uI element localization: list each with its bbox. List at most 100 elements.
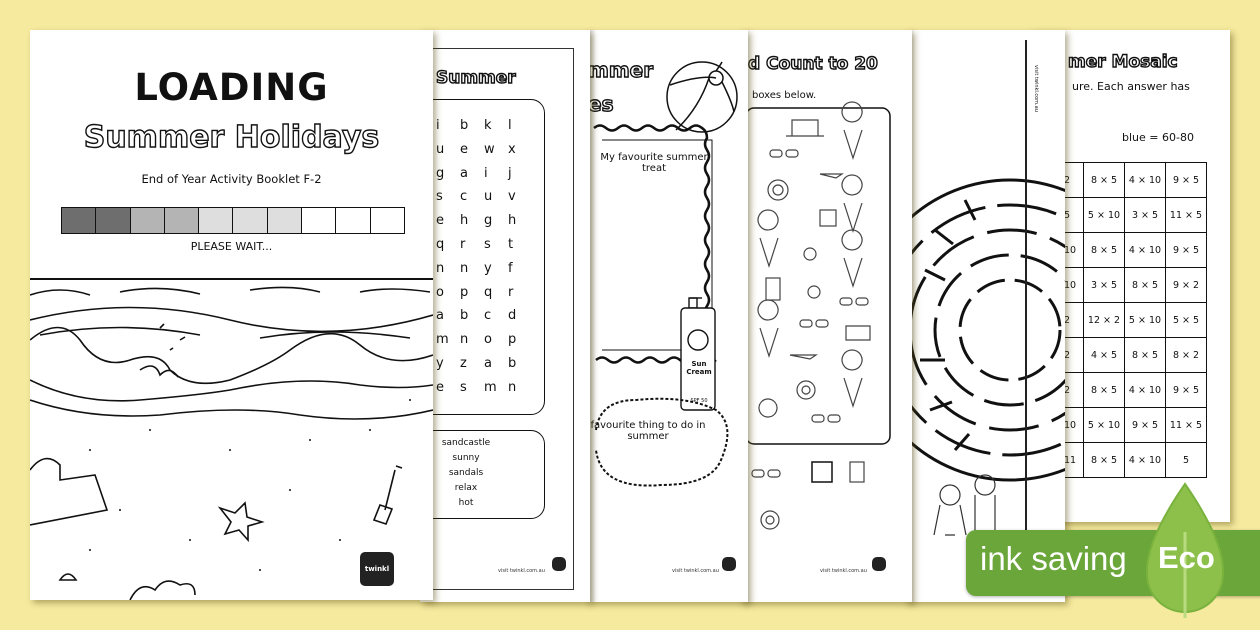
mosaic-cell: 12 × 2 xyxy=(1083,302,1125,338)
mosaic-cell: 4 × 10 xyxy=(1124,232,1166,268)
wordsearch-grid-box xyxy=(420,99,545,415)
mosaic-cell: 9 × 5 xyxy=(1165,372,1207,408)
count-instruction: boxes below. xyxy=(752,90,817,101)
loading-status: PLEASE WAIT... xyxy=(190,240,273,253)
grid-letter[interactable]: s xyxy=(436,189,443,205)
grid-letter[interactable]: x xyxy=(508,141,516,157)
grid-letter[interactable]: o xyxy=(484,332,492,348)
grid-letter[interactable]: z xyxy=(460,355,467,371)
page-shadow xyxy=(586,30,596,602)
favourites-title-line2: es xyxy=(587,91,614,116)
grid-letter[interactable]: c xyxy=(484,308,492,324)
grid-letter[interactable]: u xyxy=(484,189,493,205)
mosaic-cell: 9 × 2 xyxy=(1165,267,1207,303)
grid-letter[interactable]: u xyxy=(436,141,445,157)
progress-segment xyxy=(163,208,199,233)
grid-letter[interactable]: a xyxy=(436,308,444,324)
mosaic-instruction: ure. Each answer has xyxy=(1072,80,1190,93)
grid-letter[interactable]: n xyxy=(508,379,517,395)
page-footer: visit twinkl.com.au xyxy=(498,568,545,574)
mosaic-cell: 5 × 10 xyxy=(1124,302,1166,338)
cover-subtitle: End of Year Activity Booklet F-2 xyxy=(141,172,322,186)
grid-letter[interactable]: s xyxy=(460,379,467,395)
grid-letter[interactable]: q xyxy=(484,284,493,300)
grid-letter[interactable]: a xyxy=(460,165,468,181)
mosaic-cell: 8 × 5 xyxy=(1083,162,1125,198)
grid-letter[interactable]: s xyxy=(484,236,491,252)
mosaic-cell: 11 × 5 xyxy=(1165,197,1207,233)
grid-letter[interactable]: n xyxy=(436,260,445,276)
grid-letter[interactable]: v xyxy=(508,189,516,205)
grid-letter[interactable]: c xyxy=(460,189,468,205)
grid-letter[interactable]: e xyxy=(460,141,468,157)
twinkl-logo: twinkl xyxy=(360,552,394,586)
grid-letter[interactable]: j xyxy=(508,165,512,181)
grid-letter[interactable]: e xyxy=(436,379,444,395)
wordsearch-border xyxy=(420,48,574,590)
grid-letter[interactable]: y xyxy=(436,355,444,371)
grid-letter[interactable]: d xyxy=(508,308,517,324)
mosaic-cell: 8 × 5 xyxy=(1083,442,1125,478)
mosaic-cell: 9 × 5 xyxy=(1165,232,1207,268)
grid-letter[interactable]: e xyxy=(436,213,444,229)
starfish-icon xyxy=(217,501,265,543)
grid-letter[interactable]: w xyxy=(484,141,495,157)
grid-letter[interactable]: h xyxy=(460,213,469,229)
grid-letter[interactable]: r xyxy=(508,284,514,300)
mosaic-cell: 5 × 5 xyxy=(1165,302,1207,338)
grid-letter[interactable]: p xyxy=(508,332,517,348)
grid-letter[interactable]: l xyxy=(508,118,512,133)
grid-letter[interactable]: n xyxy=(460,260,469,276)
progress-segment xyxy=(369,208,404,233)
word-list-item: relax xyxy=(454,483,478,493)
grid-letter[interactable]: f xyxy=(508,260,513,276)
mosaic-cell: 9 × 5 xyxy=(1124,407,1166,443)
grid-letter[interactable]: h xyxy=(508,213,517,229)
grid-letter[interactable]: k xyxy=(484,118,492,133)
mosaic-cell: 4 × 5 xyxy=(1083,337,1125,373)
sandcastle-icon xyxy=(30,457,109,526)
grid-letter[interactable]: i xyxy=(484,165,488,181)
grid-letter[interactable]: n xyxy=(460,332,469,348)
grid-letter[interactable]: a xyxy=(484,355,492,371)
grid-letter[interactable]: o xyxy=(436,284,444,300)
grid-letter[interactable]: b xyxy=(460,118,469,133)
grid-letter[interactable]: y xyxy=(484,260,492,276)
mosaic-cell: 9 × 5 xyxy=(1165,162,1207,198)
grid-letter[interactable]: b xyxy=(508,355,517,371)
favourite-treat-label: My favourite summer treat xyxy=(600,152,708,174)
grid-letter[interactable]: g xyxy=(436,165,445,181)
mosaic-cell: 2 xyxy=(1064,337,1084,373)
mosaic-cell: 8 × 5 xyxy=(1124,267,1166,303)
grid-letter[interactable]: g xyxy=(484,213,493,229)
maze-drawing xyxy=(905,178,1065,536)
grid-letter[interactable]: m xyxy=(484,379,497,395)
favourites-page: mmer es My favourite summer treat Sun Cr… xyxy=(586,30,748,602)
eco-label: Eco xyxy=(1158,540,1215,575)
grid-letter[interactable]: i xyxy=(436,118,440,133)
mosaic-cell: 11 × 5 xyxy=(1165,407,1207,443)
grid-letter[interactable]: r xyxy=(460,236,466,252)
favourites-title-line1: mmer xyxy=(587,57,654,82)
grid-letter[interactable]: m xyxy=(436,332,449,348)
shell-icon xyxy=(58,573,78,581)
word-list-item: sunny xyxy=(452,453,480,463)
mosaic-cell: 3 × 5 xyxy=(1083,267,1125,303)
grid-letter[interactable]: p xyxy=(460,284,469,300)
twinkl-logo xyxy=(722,557,736,571)
grid-letter[interactable]: b xyxy=(460,308,469,324)
grid-letter[interactable]: q xyxy=(436,236,445,252)
grid-letter[interactable]: t xyxy=(508,236,514,252)
